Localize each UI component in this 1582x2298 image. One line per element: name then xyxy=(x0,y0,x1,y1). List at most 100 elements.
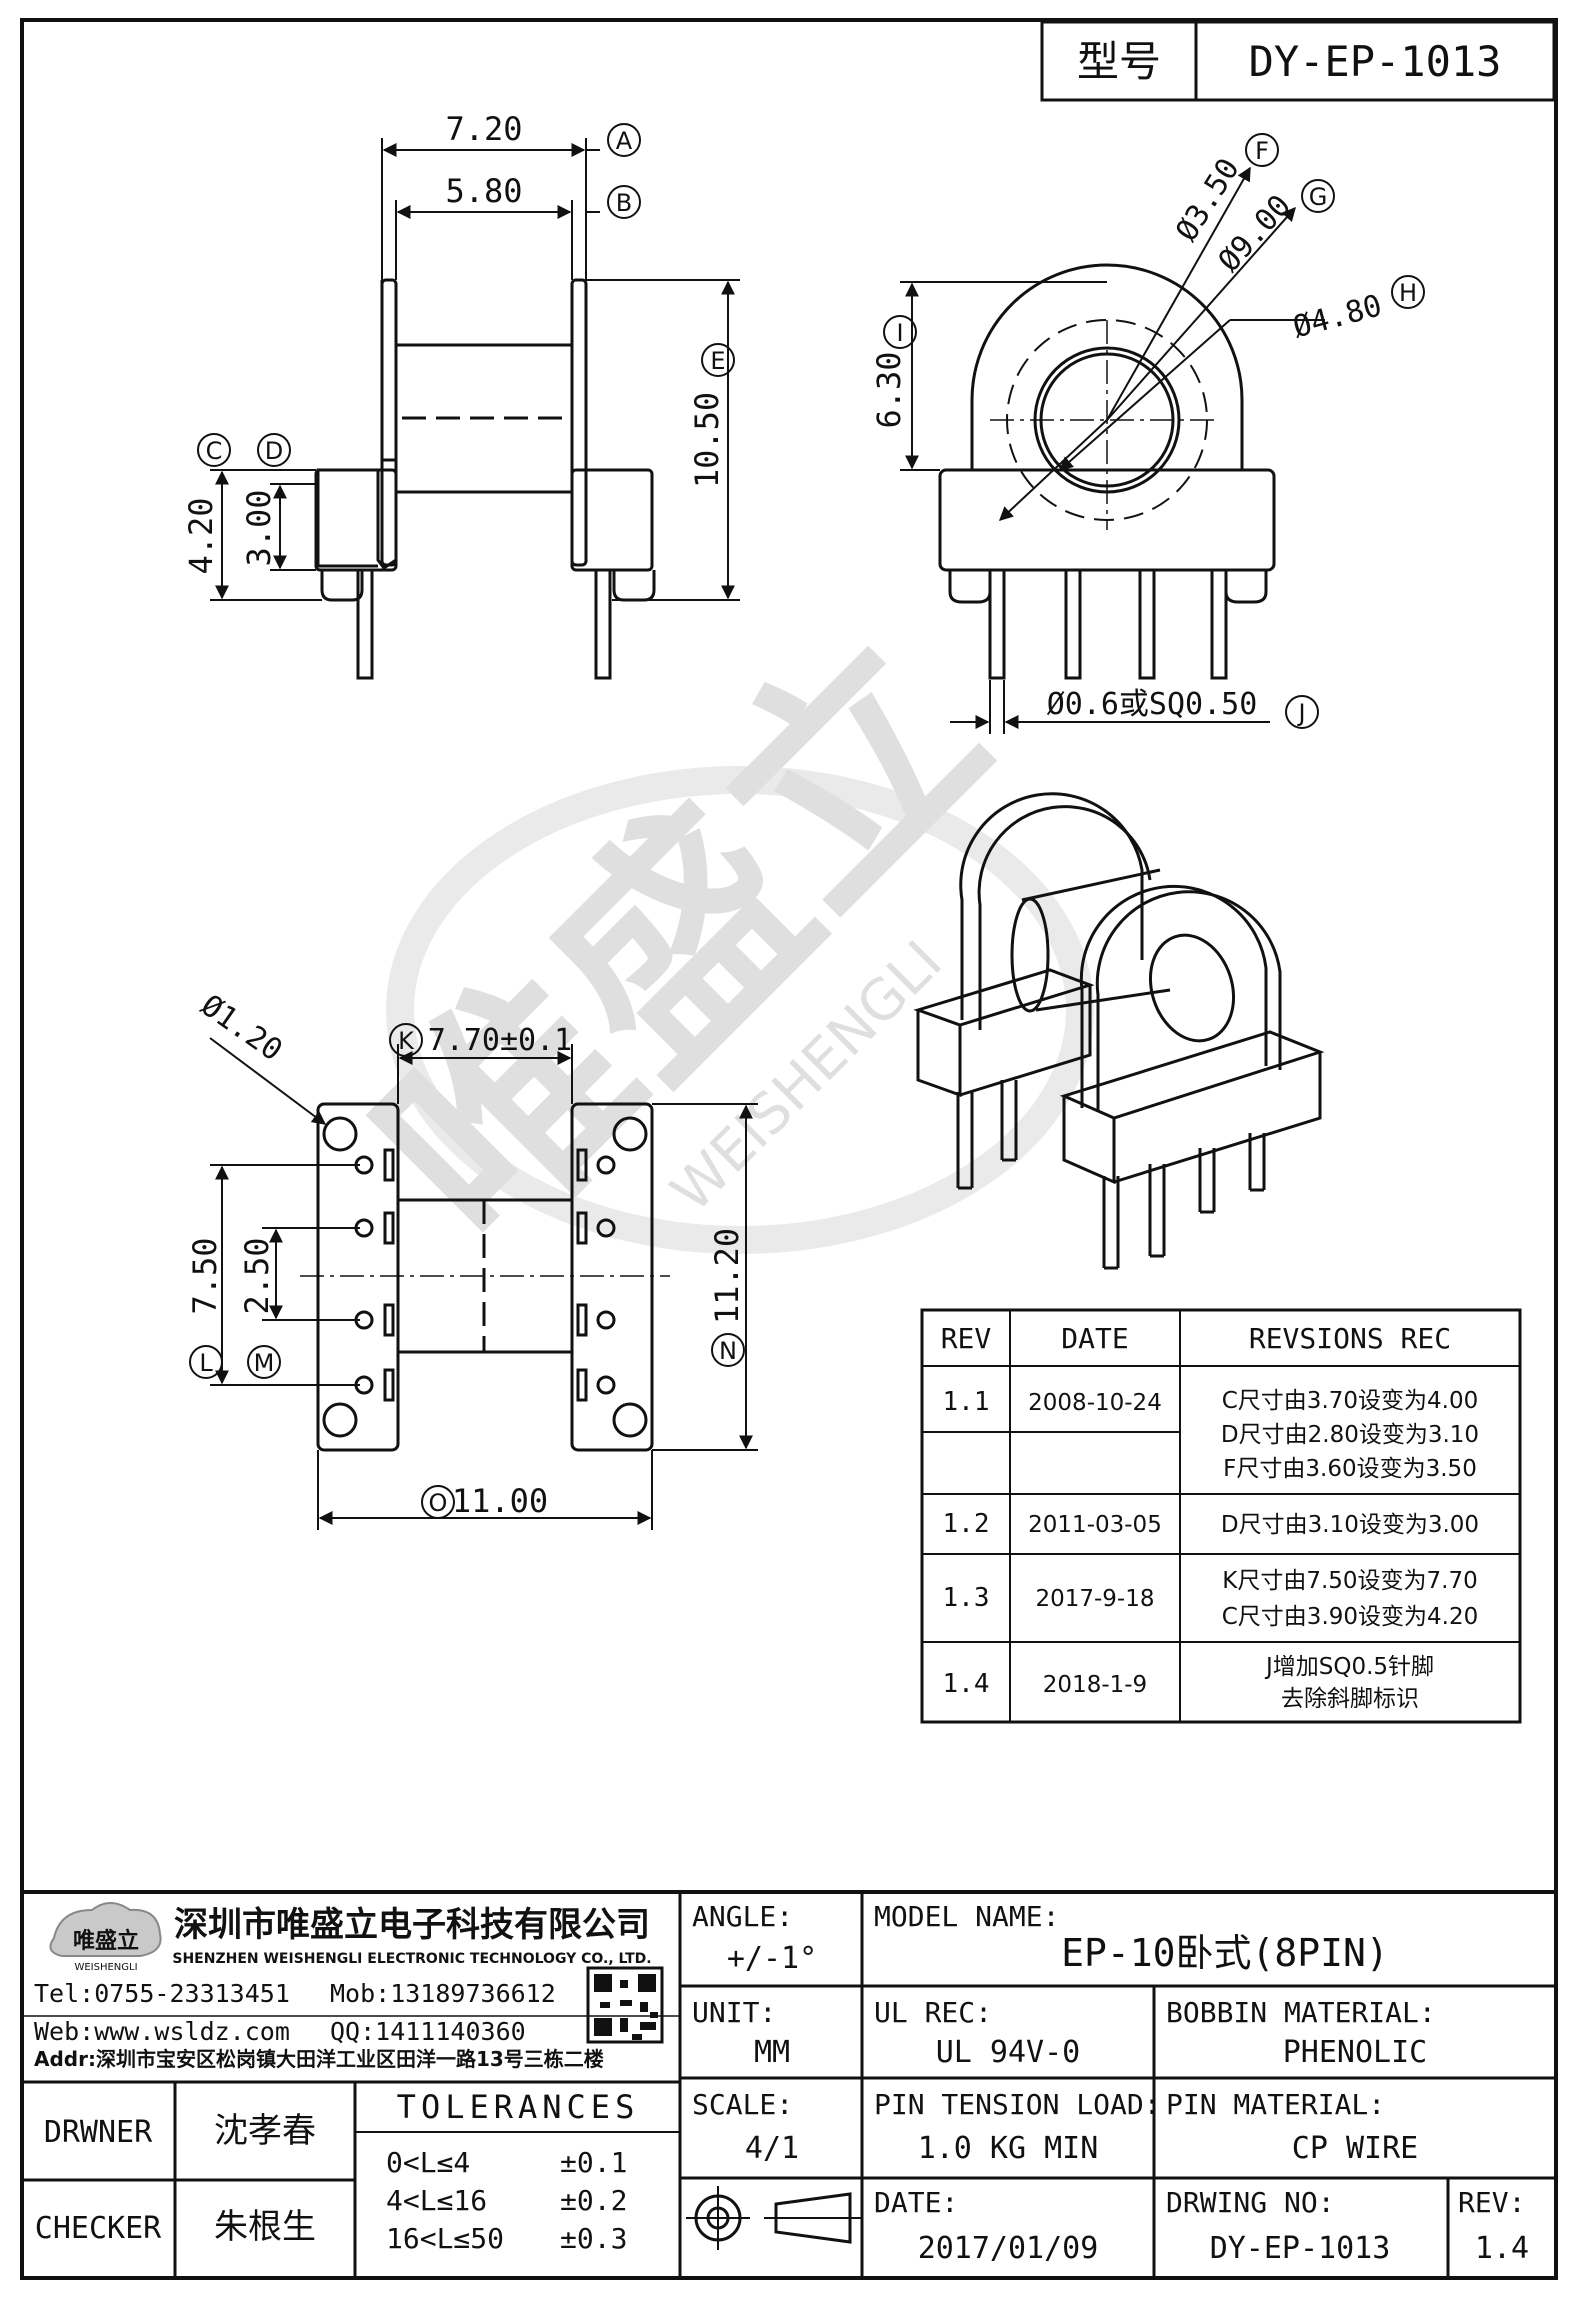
rev-row-3-rev: 1.3 xyxy=(943,1583,990,1613)
tag-H: H xyxy=(1391,275,1425,309)
tag-E: E xyxy=(701,343,735,377)
isometric-view xyxy=(913,792,1325,1270)
tag-A: A xyxy=(607,123,641,157)
bottom-view xyxy=(300,1102,670,1452)
rev-row-2-rev: 1.2 xyxy=(943,1509,990,1539)
tol-value-1: ±0.1 xyxy=(560,2146,627,2179)
dim-K-value: 7.70±0.1 xyxy=(428,1023,573,1058)
model-box-label: 型号 xyxy=(1077,37,1161,86)
rev-row-1-line-2: D尺寸由2.80设变为3.10 xyxy=(1221,1422,1479,1448)
rev-row-1-line-3: F尺寸由3.60设变为3.50 xyxy=(1223,1456,1477,1482)
qr-code xyxy=(586,1966,664,2044)
tag-F-label: F xyxy=(1255,137,1269,165)
title-block xyxy=(22,1890,1556,2278)
side-view xyxy=(938,263,1276,680)
date-label: DATE: xyxy=(874,2186,958,2219)
dim-H-value: Ø4.80 xyxy=(1289,288,1385,345)
rev-row-2-date: 2011-03-05 xyxy=(1028,1512,1162,1538)
drawing-frame xyxy=(20,18,1558,2280)
rev-row-1-rev: 1.1 xyxy=(943,1387,990,1417)
rev-row-3-line-1: K尺寸由7.50设变为7.70 xyxy=(1222,1568,1478,1594)
tag-H-label: H xyxy=(1399,279,1417,307)
tag-M-label: M xyxy=(254,1349,275,1377)
angle-value: +/-1° xyxy=(727,1941,817,1976)
side-dims xyxy=(900,166,1325,734)
revision-table: REV DATE REVSIONS REC 1.1 2008-10-24 C尺寸… xyxy=(920,1308,1522,1724)
rev-row-2-line-1: D尺寸由3.10设变为3.00 xyxy=(1221,1512,1479,1538)
dim-E-value: 10.50 xyxy=(688,392,726,488)
model-box-value: DY-EP-1013 xyxy=(1249,37,1502,86)
bobbin-label: BOBBIN MATERIAL: xyxy=(1166,1996,1436,2029)
front-dims xyxy=(210,138,740,601)
checker-label: CHECKER xyxy=(35,2211,162,2246)
unit-value: MM xyxy=(754,2035,790,2070)
projection-symbol xyxy=(686,2186,862,2250)
tag-I: I xyxy=(883,315,917,349)
rev-row-4-rev: 1.4 xyxy=(943,1669,990,1699)
tag-G-label: G xyxy=(1309,183,1328,211)
tag-C-label: C xyxy=(206,437,223,465)
company-web: Web:www.wsldz.com xyxy=(34,2017,290,2046)
tag-J-label: J xyxy=(1296,699,1305,727)
rev-header-rev: REV xyxy=(941,1322,992,1355)
tol-value-2: ±0.2 xyxy=(560,2184,627,2217)
rev-row-3-date: 2017-9-18 xyxy=(1035,1586,1154,1612)
tag-B-label: B xyxy=(616,189,632,217)
tol-range-2: 4<L≤16 xyxy=(386,2184,487,2217)
tag-A-label: A xyxy=(616,127,633,155)
rev-row-3-line-2: C尺寸由3.90设变为4.20 xyxy=(1222,1604,1478,1630)
tol-range-1: 0<L≤4 xyxy=(386,2146,470,2179)
tol-value-3: ±0.3 xyxy=(560,2222,627,2255)
tol-range-3: 16<L≤50 xyxy=(386,2222,504,2255)
company-logo-text: 唯盛立 xyxy=(73,1928,139,1954)
tag-L-label: L xyxy=(199,1349,213,1377)
tag-M: M xyxy=(247,1345,281,1379)
pin-tension-label: PIN TENSION LOAD: xyxy=(874,2088,1161,2121)
dim-D-value: 3.00 xyxy=(240,489,278,566)
checker-value: 朱根生 xyxy=(214,2207,316,2247)
tag-I-label: I xyxy=(896,319,903,347)
tag-K-label: K xyxy=(398,1027,415,1055)
drwner-value: 沈孝春 xyxy=(214,2111,316,2151)
front-view xyxy=(314,278,656,680)
tag-N-label: N xyxy=(719,1337,737,1365)
tag-B: B xyxy=(607,185,641,219)
company-qq: QQ:1411140360 xyxy=(330,2017,526,2046)
rev-row-4-line-1: J增加SQ0.5针脚 xyxy=(1264,1654,1434,1680)
dim-L-value: 7.50 xyxy=(186,1237,224,1314)
tag-G: G xyxy=(1301,179,1335,213)
company-name-en: SHENZHEN WEISHENGLI ELECTRONIC TECHNOLOG… xyxy=(172,1951,651,1967)
model-name-value: EP-10卧式(8PIN) xyxy=(1061,1931,1389,1975)
dim-A-value: 7.20 xyxy=(445,110,522,148)
model-box: 型号 DY-EP-1013 xyxy=(1040,20,1556,102)
date-value: 2017/01/09 xyxy=(918,2231,1099,2266)
bottom-dims xyxy=(209,1037,758,1530)
company-logo-sub: WEISHENGLI xyxy=(74,1962,137,1973)
ul-value: UL 94V-0 xyxy=(936,2035,1081,2070)
tag-O-label: O xyxy=(429,1489,448,1517)
rev-row-1-date: 2008-10-24 xyxy=(1028,1390,1162,1416)
model-name-label: MODEL NAME: xyxy=(874,1900,1059,1933)
company-name: 深圳市唯盛立电子科技有限公司 xyxy=(174,1905,650,1945)
dim-B-value: 5.80 xyxy=(445,172,522,210)
hole-dim-value: Ø1.20 xyxy=(194,988,288,1068)
scale-value: 4/1 xyxy=(745,2131,799,2166)
ul-label: UL REC: xyxy=(874,1996,992,2029)
tag-L: L xyxy=(189,1345,223,1379)
pin-material-label: PIN MATERIAL: xyxy=(1166,2088,1385,2121)
drwner-label: DRWNER xyxy=(44,2115,153,2150)
rev-header-date: DATE xyxy=(1061,1322,1128,1355)
tag-F: F xyxy=(1245,133,1279,167)
rev-row-4-line-2: 去除斜脚标识 xyxy=(1281,1686,1419,1712)
rev-label: REV: xyxy=(1458,2186,1525,2219)
company-addr: Addr:深圳市宝安区松岗镇大田洋工业区田洋一路13号三栋二楼 xyxy=(34,2047,604,2071)
tag-D-label: D xyxy=(265,437,283,465)
tag-K: K xyxy=(389,1023,423,1057)
tag-E-label: E xyxy=(710,347,725,375)
company-logo: 唯盛立 WEISHENGLI xyxy=(49,1902,162,1973)
pin-tension-value: 1.0 KG MIN xyxy=(918,2131,1099,2166)
tolerances-title: TOLERANCES xyxy=(397,2088,640,2126)
pin-material-value: CP WIRE xyxy=(1292,2131,1418,2166)
tag-N: N xyxy=(711,1333,745,1367)
tag-C: C xyxy=(197,433,231,467)
